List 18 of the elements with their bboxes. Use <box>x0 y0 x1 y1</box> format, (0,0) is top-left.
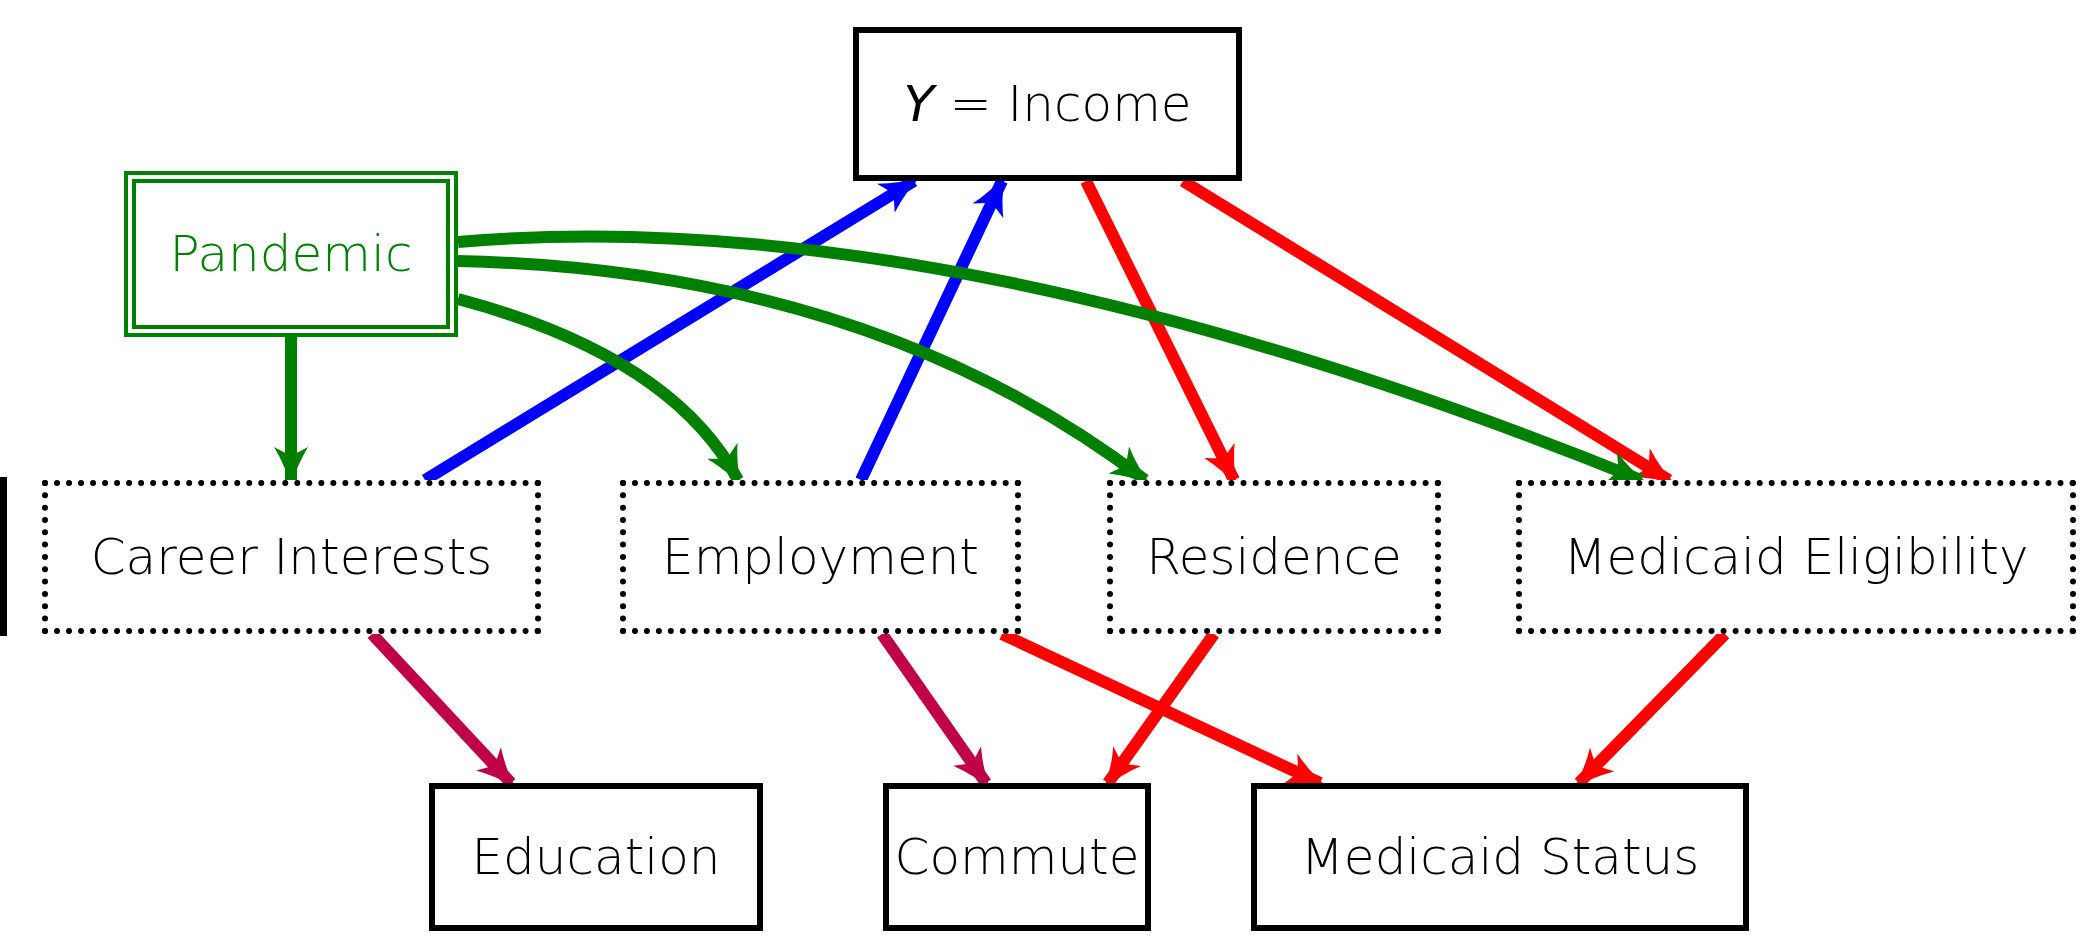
node-label: Commute <box>894 828 1140 886</box>
latent-variable-box <box>1516 480 2076 634</box>
node-label: Medicaid Eligibility <box>1563 528 2029 586</box>
node-label: Medicaid Status <box>1300 828 1700 886</box>
exposure-box <box>124 171 458 337</box>
node-label: Pandemic <box>169 225 413 283</box>
node-label: Education <box>471 828 721 886</box>
variable-box <box>853 27 1242 181</box>
latent-variable-box <box>1107 480 1441 634</box>
latent-variable-box <box>42 480 541 634</box>
node-label: Y = Income <box>903 75 1192 133</box>
node-label: Career Interests <box>90 528 493 586</box>
node-label: Residence <box>1146 528 1402 586</box>
latent-variable-box <box>620 480 1021 634</box>
node-label: Employment <box>662 528 979 586</box>
variable-box <box>883 783 1151 931</box>
variable-box <box>1251 783 1749 931</box>
variable-box <box>429 783 763 931</box>
